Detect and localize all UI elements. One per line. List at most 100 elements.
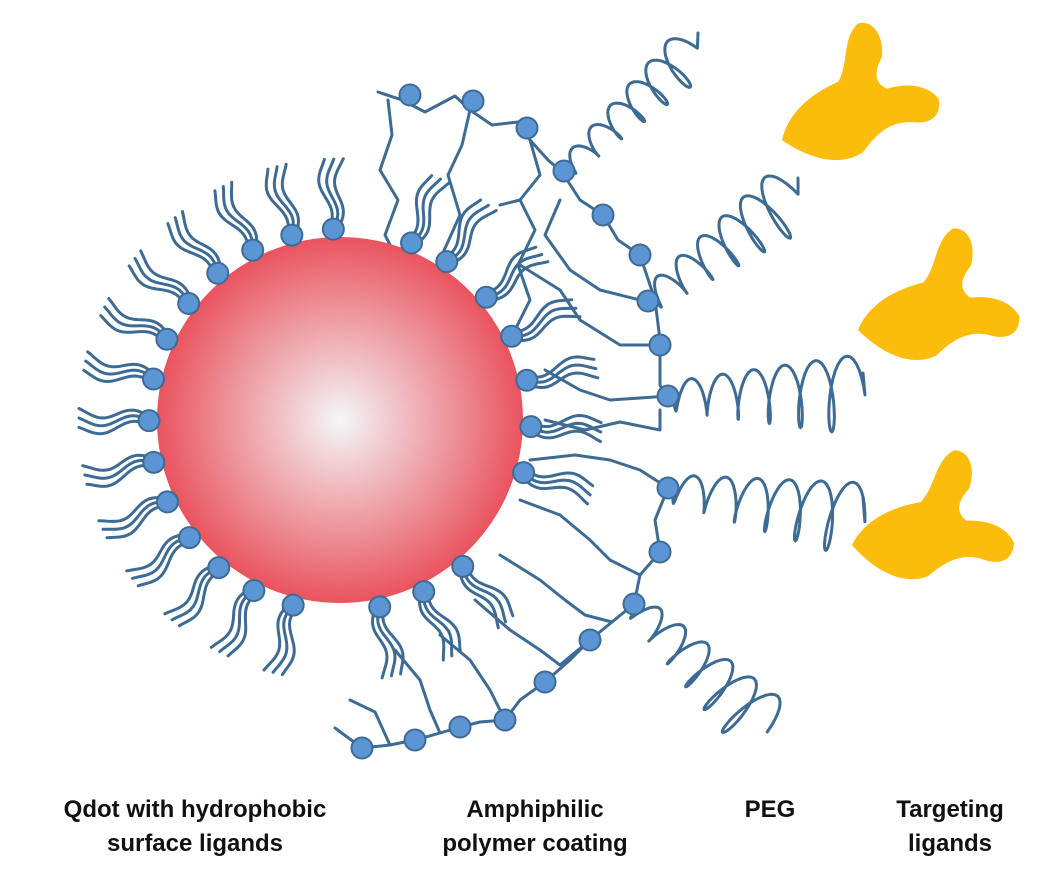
hydrophobic-ligand-tail (77, 414, 151, 428)
ligand-head-bead (281, 593, 305, 617)
hydrophobic-ligand-tail (166, 222, 216, 278)
hydrophobic-ligand-tail (131, 536, 191, 580)
hydrophobic-ligand-tail (520, 475, 589, 506)
polymer-chain (518, 263, 662, 347)
diagram-canvas (77, 23, 1020, 760)
ligand-head-bead (648, 540, 672, 564)
hydrophobic-ligand-tail (213, 189, 251, 254)
polymer-chain (348, 698, 392, 747)
hydrophobic-ligand-tail (510, 306, 578, 338)
hydrophobic-ligand-tail (464, 561, 515, 618)
polymer-label-line2: polymer coating (442, 830, 628, 857)
polymer-chain (543, 368, 670, 402)
ligand-head-bead (578, 628, 602, 652)
ligand-head-bead (177, 526, 201, 550)
qdot-core (157, 237, 523, 603)
ligand-head-bead (155, 327, 179, 351)
ligand-head-bead (368, 595, 392, 619)
hydrophobic-ligand-tail (180, 210, 223, 272)
hydrophobic-ligand-tail (177, 568, 224, 628)
ligand-head-bead (500, 324, 524, 348)
hydrophobic-ligand-tail (86, 350, 156, 377)
hydrophobic-ligand-tail (280, 604, 299, 677)
peg-coils (565, 31, 867, 734)
hydrophobic-ligand-tail (85, 464, 157, 488)
hydrophobic-ligand-tail (209, 587, 252, 649)
hydrophobic-ligand-tail (77, 419, 151, 436)
ligand-head-beads (137, 83, 680, 760)
ligand-head-bead (142, 450, 166, 474)
hydrophobic-ligand-tail (230, 180, 259, 250)
hydrophobic-ligand-tail (405, 174, 434, 243)
hydrophobic-ligand-tail (522, 471, 592, 497)
hydrophobic-ligand-tail (264, 167, 290, 238)
hydrophobic-ligand-tail (449, 209, 498, 266)
hydrophobic-ligand-tail (221, 185, 255, 252)
hydrophobic-ligand-tail (99, 314, 167, 345)
hydrophobic-ligand-tail (461, 564, 507, 624)
polymer-label-line1: Amphiphilic (466, 796, 604, 823)
ligand-head-bead (448, 715, 472, 739)
ligand-head-bead (648, 333, 672, 357)
polymer-chain (438, 633, 507, 722)
targeting-ligand-shape (852, 450, 1014, 580)
hydrophobic-ligand-tail (523, 466, 595, 488)
hydrophobic-ligand-tail (484, 253, 544, 299)
hydrophobic-ligand-tail (170, 566, 221, 622)
hydrophobic-ligand-tail (508, 298, 574, 334)
hydrophobic-ligand-tail (163, 563, 217, 616)
ligand-head-bead (493, 708, 517, 732)
hydrophobic-ligand-tail (127, 264, 188, 309)
polymer-chain (518, 498, 642, 577)
ligand-head-bead (515, 116, 539, 140)
hydrophobic-ligand-tail (107, 297, 171, 337)
hydrophobic-ligand-tail (271, 603, 295, 674)
ligand-head-bead (403, 728, 427, 752)
ligand-head-bead (636, 289, 660, 313)
polymer-chain (528, 453, 670, 490)
ligand-head-bead (474, 285, 498, 309)
ligand-head-bead (515, 368, 539, 392)
ligand-head-bead (451, 554, 475, 578)
hydrophobic-ligand-tail (376, 605, 397, 678)
qdot-label-line1: Qdot with hydrophobic (63, 796, 327, 823)
polymer-chain (513, 138, 542, 332)
hydrophobic-ligand-tail (272, 165, 295, 237)
ligand-head-bead (533, 670, 557, 694)
polymer-chain (378, 98, 400, 262)
hydrophobic-ligand-tail (105, 504, 171, 540)
targeting-ligand-shape (858, 228, 1020, 360)
hydrophobic-ligand-tail (81, 453, 155, 472)
polymer-chain (560, 170, 667, 397)
hydrophobic-ligand-tail (226, 591, 260, 658)
hydrophobic-ligand-tail (441, 198, 483, 261)
polymer-chain (473, 598, 592, 667)
hydrophobic-ligand-tail (136, 539, 194, 588)
peg-coil (628, 604, 782, 734)
targeting-ligand (782, 23, 940, 161)
peg-coil (670, 354, 867, 434)
ligand-head-bead (155, 490, 179, 514)
polymer-label: Amphiphilic polymer coating (420, 793, 650, 861)
peg-coil (669, 474, 867, 552)
hydrophobic-ligand-tail (83, 458, 156, 480)
ligand-head-bead (461, 89, 485, 113)
hydrophobic-ligand-tail (84, 359, 155, 381)
ligand-head-bead (656, 384, 680, 408)
peg-label: PEG (720, 793, 820, 827)
polymer-chain (498, 198, 522, 207)
ligand-head-bead (321, 217, 345, 241)
hydrophobic-ligand-tail (445, 203, 490, 264)
peg-label-line1: PEG (744, 796, 796, 823)
hydrophobic-ligand-tail (457, 567, 500, 630)
polymer-chain (498, 553, 614, 624)
ligand-head-bead (591, 203, 615, 227)
hydrophobic-ligand-tail (97, 496, 167, 523)
hydrophobic-ligand-tail (525, 363, 598, 384)
targeting-ligand-shape (782, 23, 940, 161)
targeting-label: Targeting ligands (880, 793, 1020, 861)
qdot-core-sphere (157, 237, 523, 603)
ligand-head-bead (177, 291, 201, 315)
hydrophobic-ligand-tail (381, 604, 405, 676)
polymer-chain (376, 90, 564, 174)
